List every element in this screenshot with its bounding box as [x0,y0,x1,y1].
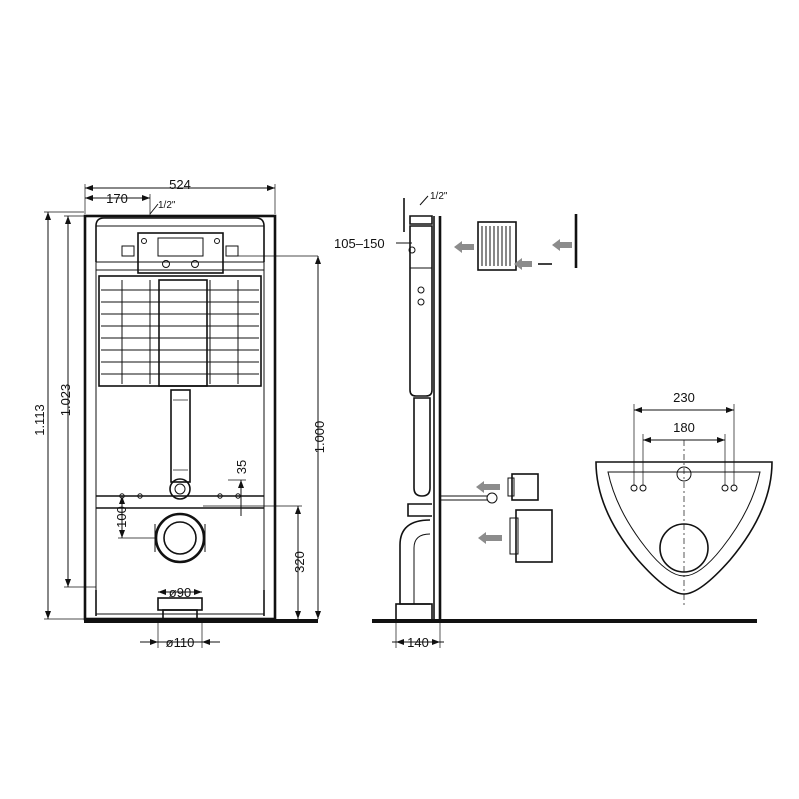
front-dimensions: 524 170 1/2" 1.113 1.023 1.000 35 [32,177,327,650]
connector-small [511,473,539,501]
arrow-left-icon [478,532,502,544]
flush-plate-assembly [454,214,578,271]
dim-frame-height: 1.023 [58,384,73,417]
dim-pipe-inlet-front: 1/2" [158,200,176,211]
dim-bowl-inner: 180 [673,420,695,435]
dim-drain-spacing: 100 [114,506,129,528]
bowl-view: 230 180 [595,390,773,608]
frame-outline [83,214,277,621]
arrow-left-icon [476,481,500,493]
dim-left-offset: 170 [106,191,128,206]
arrow-left-icon [514,258,532,270]
dim-total-height: 1.113 [32,404,47,436]
dim-inlet-diameter: ø90 [169,585,191,600]
dim-outlet-diameter: ø110 [166,635,195,650]
side-view: 1/2" 105–150 140 [334,191,498,650]
dim-drain-height: 320 [292,551,307,573]
cistern-ribs [101,280,259,384]
frame-inner [95,225,265,615]
dim-side-depth: 140 [407,635,429,650]
flush-opening [137,232,224,274]
front-view [83,214,318,621]
dim-bolt-offset: 35 [234,460,249,474]
connector-parts [476,473,553,563]
cistern [98,275,262,387]
flush-plate [477,221,517,271]
dim-bowl-outer: 230 [673,390,695,405]
flush-pipe [170,389,191,483]
cistern-side [409,225,433,397]
dim-wall-depth: 105–150 [334,236,385,251]
dim-flush-height: 1.000 [312,421,327,454]
connector-large [515,509,553,563]
arrow-left-icon [552,239,572,251]
dim-pipe-inlet-side: 1/2" [430,191,448,202]
dim-frame-width: 524 [169,177,191,192]
arrow-left-icon [454,241,474,253]
